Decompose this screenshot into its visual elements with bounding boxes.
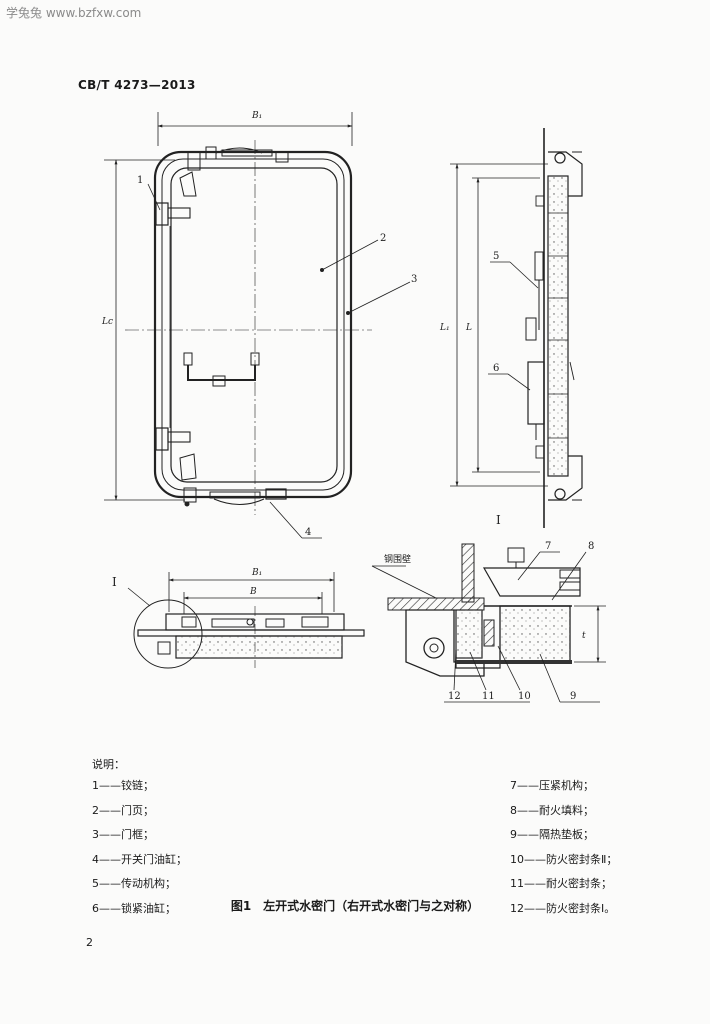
detail-section: [371, 543, 606, 703]
callout-8: 8: [588, 541, 594, 552]
front-view: [104, 112, 411, 539]
callout-4: 4: [305, 527, 311, 538]
legend-item: 3——门框；: [92, 828, 154, 842]
legend-item: 6——锁紧油缸；: [92, 901, 176, 915]
dim-l1: L₁: [439, 323, 450, 333]
legend-item: 12——防火密封条Ⅰ。: [510, 901, 616, 915]
legend-item: 4——开关门油缸；: [92, 852, 187, 866]
legend-right-column: 7——压紧机构； 8——耐火填料； 9——隔热垫板； 10——防火密封条Ⅱ； 1…: [510, 774, 617, 922]
legend-item: 10——防火密封条Ⅱ；: [510, 852, 618, 866]
legend-title: 说明：: [92, 758, 125, 771]
dim-b1-top: B₁: [251, 111, 262, 121]
legend-item: 5——传动机构；: [92, 877, 176, 891]
legend-left-column: 1——铰链； 2——门页； 3——门框； 4——开关门油缸； 5——传动机构； …: [92, 774, 187, 922]
callout-5: 5: [493, 251, 499, 262]
side-view: [450, 128, 583, 528]
legend-item: 1——铰链；: [92, 779, 154, 792]
callout-7: 7: [545, 541, 551, 552]
callout-6: 6: [493, 363, 499, 374]
callout-12: 12: [448, 691, 461, 702]
legend-item: 11——耐火密封条；: [510, 877, 612, 891]
watermark: 学兔兔 www.bzfxw.com: [6, 6, 142, 20]
legend-item: 7——压紧机构；: [510, 779, 594, 792]
plan-view: [127, 572, 365, 669]
dim-b1-bottom: B₁: [251, 568, 262, 578]
dim-t: t: [582, 631, 586, 641]
detail-mark: I: [112, 575, 117, 589]
callout-11: 11: [482, 691, 495, 702]
callout-3: 3: [411, 274, 417, 285]
legend-item: 2——门页；: [92, 803, 154, 817]
legend-item: 8——耐火填料；: [510, 803, 594, 817]
section-mark: I: [496, 513, 501, 527]
figure-caption: 图1 左开式水密门（右开式水密门与之对称）: [230, 899, 480, 913]
legend-item: 9——隔热垫板；: [510, 828, 594, 842]
callout-9: 9: [570, 691, 576, 702]
dim-l: L: [465, 323, 472, 333]
page-number: 2: [86, 936, 93, 949]
callout-1: 1: [137, 175, 143, 186]
callout-10: 10: [518, 691, 531, 702]
standard-code: CB/T 4273—2013: [78, 78, 196, 92]
callout-2: 2: [380, 233, 386, 244]
dim-b: B: [249, 587, 257, 597]
steel-wall-label: 钢围壁: [384, 553, 411, 565]
dim-lc: Lc: [101, 317, 113, 327]
